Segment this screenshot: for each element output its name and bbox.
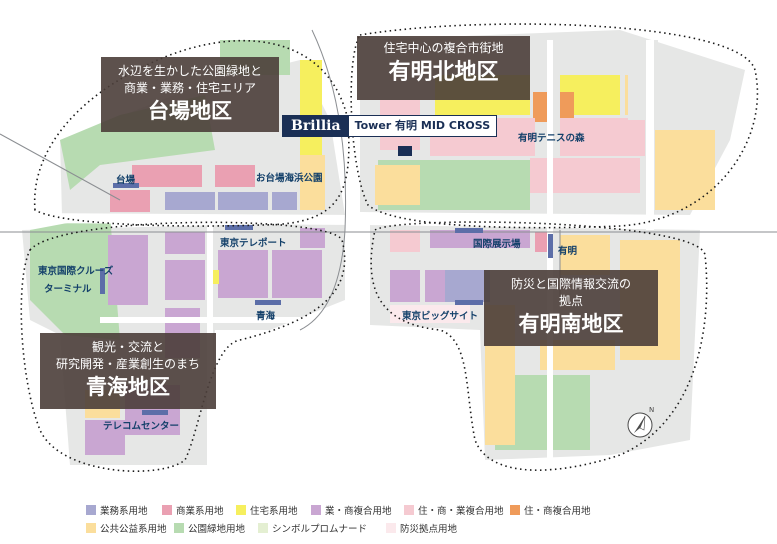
station-daiba: 台場: [116, 175, 136, 186]
place-ariake-tennis-forest: 有明テニスの森: [518, 133, 585, 144]
district-box-daiba: 水辺を生かした公園緑地と 商業・業務・住宅エリア 台場地区: [101, 57, 279, 132]
legend-swatch: [386, 523, 396, 533]
legend-item: 住宅系用地: [236, 503, 298, 517]
legend-item: 住・商・業複合用地: [404, 503, 504, 517]
district-box-ariake-north: 住宅中心の複合市街地 有明北地区: [357, 36, 530, 100]
district-name: 台場地区: [148, 99, 232, 123]
place-odaiba-beach-park: お台場海浜公園: [256, 173, 323, 184]
district-subtitle: 水辺を生かした公園緑地と: [117, 64, 262, 78]
station-ariake: 有明: [558, 246, 578, 257]
station-telecom-center: テレコムセンター: [103, 421, 180, 432]
legend-swatch: [86, 505, 96, 515]
legend-item: 商業系用地: [162, 503, 224, 517]
legend-swatch: [404, 505, 414, 515]
legend-swatch: [86, 523, 96, 533]
legend-item: 業務系用地: [86, 503, 148, 517]
station-cruise-terminal: 東京国際クルーズ: [38, 266, 114, 277]
property-marker: [398, 146, 412, 156]
svg-text:N: N: [649, 406, 654, 414]
legend-item: 住・商複合用地: [510, 503, 591, 517]
station-tokyo-teleport: 東京テレポート: [220, 238, 287, 249]
property-label[interactable]: Brillia Tower 有明 MID CROSS: [282, 115, 498, 137]
legend-swatch: [236, 505, 246, 515]
district-subtitle: 研究開発・産業創生のまち: [55, 357, 200, 371]
district-name: 有明南地区: [518, 312, 624, 336]
district-name: 青海地区: [86, 375, 170, 399]
station-markers: [100, 183, 553, 415]
district-name: 有明北地区: [388, 60, 499, 85]
legend-swatch: [162, 505, 172, 515]
property-name: Tower 有明 MID CROSS: [348, 116, 497, 136]
station-kokusai-tenjijo: 国際展示場: [473, 239, 521, 250]
district-subtitle: 住宅中心の複合市街地: [383, 41, 504, 55]
legend-item: 公共公益系用地: [86, 521, 167, 535]
district-subtitle: 商業・業務・住宅エリア: [123, 81, 256, 95]
station-tokyo-big-sight: 東京ビッグサイト: [402, 311, 479, 322]
legend-item: 公園緑地用地: [174, 521, 245, 535]
property-brand: Brillia: [283, 116, 349, 136]
legend-swatch: [311, 505, 321, 515]
legend-swatch: [258, 523, 268, 533]
legend-swatch: [174, 523, 184, 533]
district-box-ariake-south: 防災と国際情報交流の 拠点 有明南地区: [484, 270, 658, 346]
compass-icon: N: [627, 406, 654, 438]
district-subtitle: 観光・交流と: [91, 340, 164, 354]
legend-swatch: [510, 505, 520, 515]
station-cruise-terminal-line2: ターミナル: [44, 284, 92, 295]
legend-item: 防災拠点用地: [386, 521, 457, 535]
legend-item: 業・商複合用地: [311, 503, 392, 517]
district-subtitle: 拠点: [558, 294, 583, 308]
station-aomi: 青海: [256, 311, 276, 322]
legend-item: シンボルプロムナード: [258, 521, 367, 535]
district-subtitle: 防災と国際情報交流の: [510, 277, 631, 291]
district-box-aomi: 観光・交流と 研究開発・産業創生のまち 青海地区: [40, 333, 216, 409]
daiba-blocks: [110, 60, 325, 212]
district-boundaries: [20, 23, 759, 472]
